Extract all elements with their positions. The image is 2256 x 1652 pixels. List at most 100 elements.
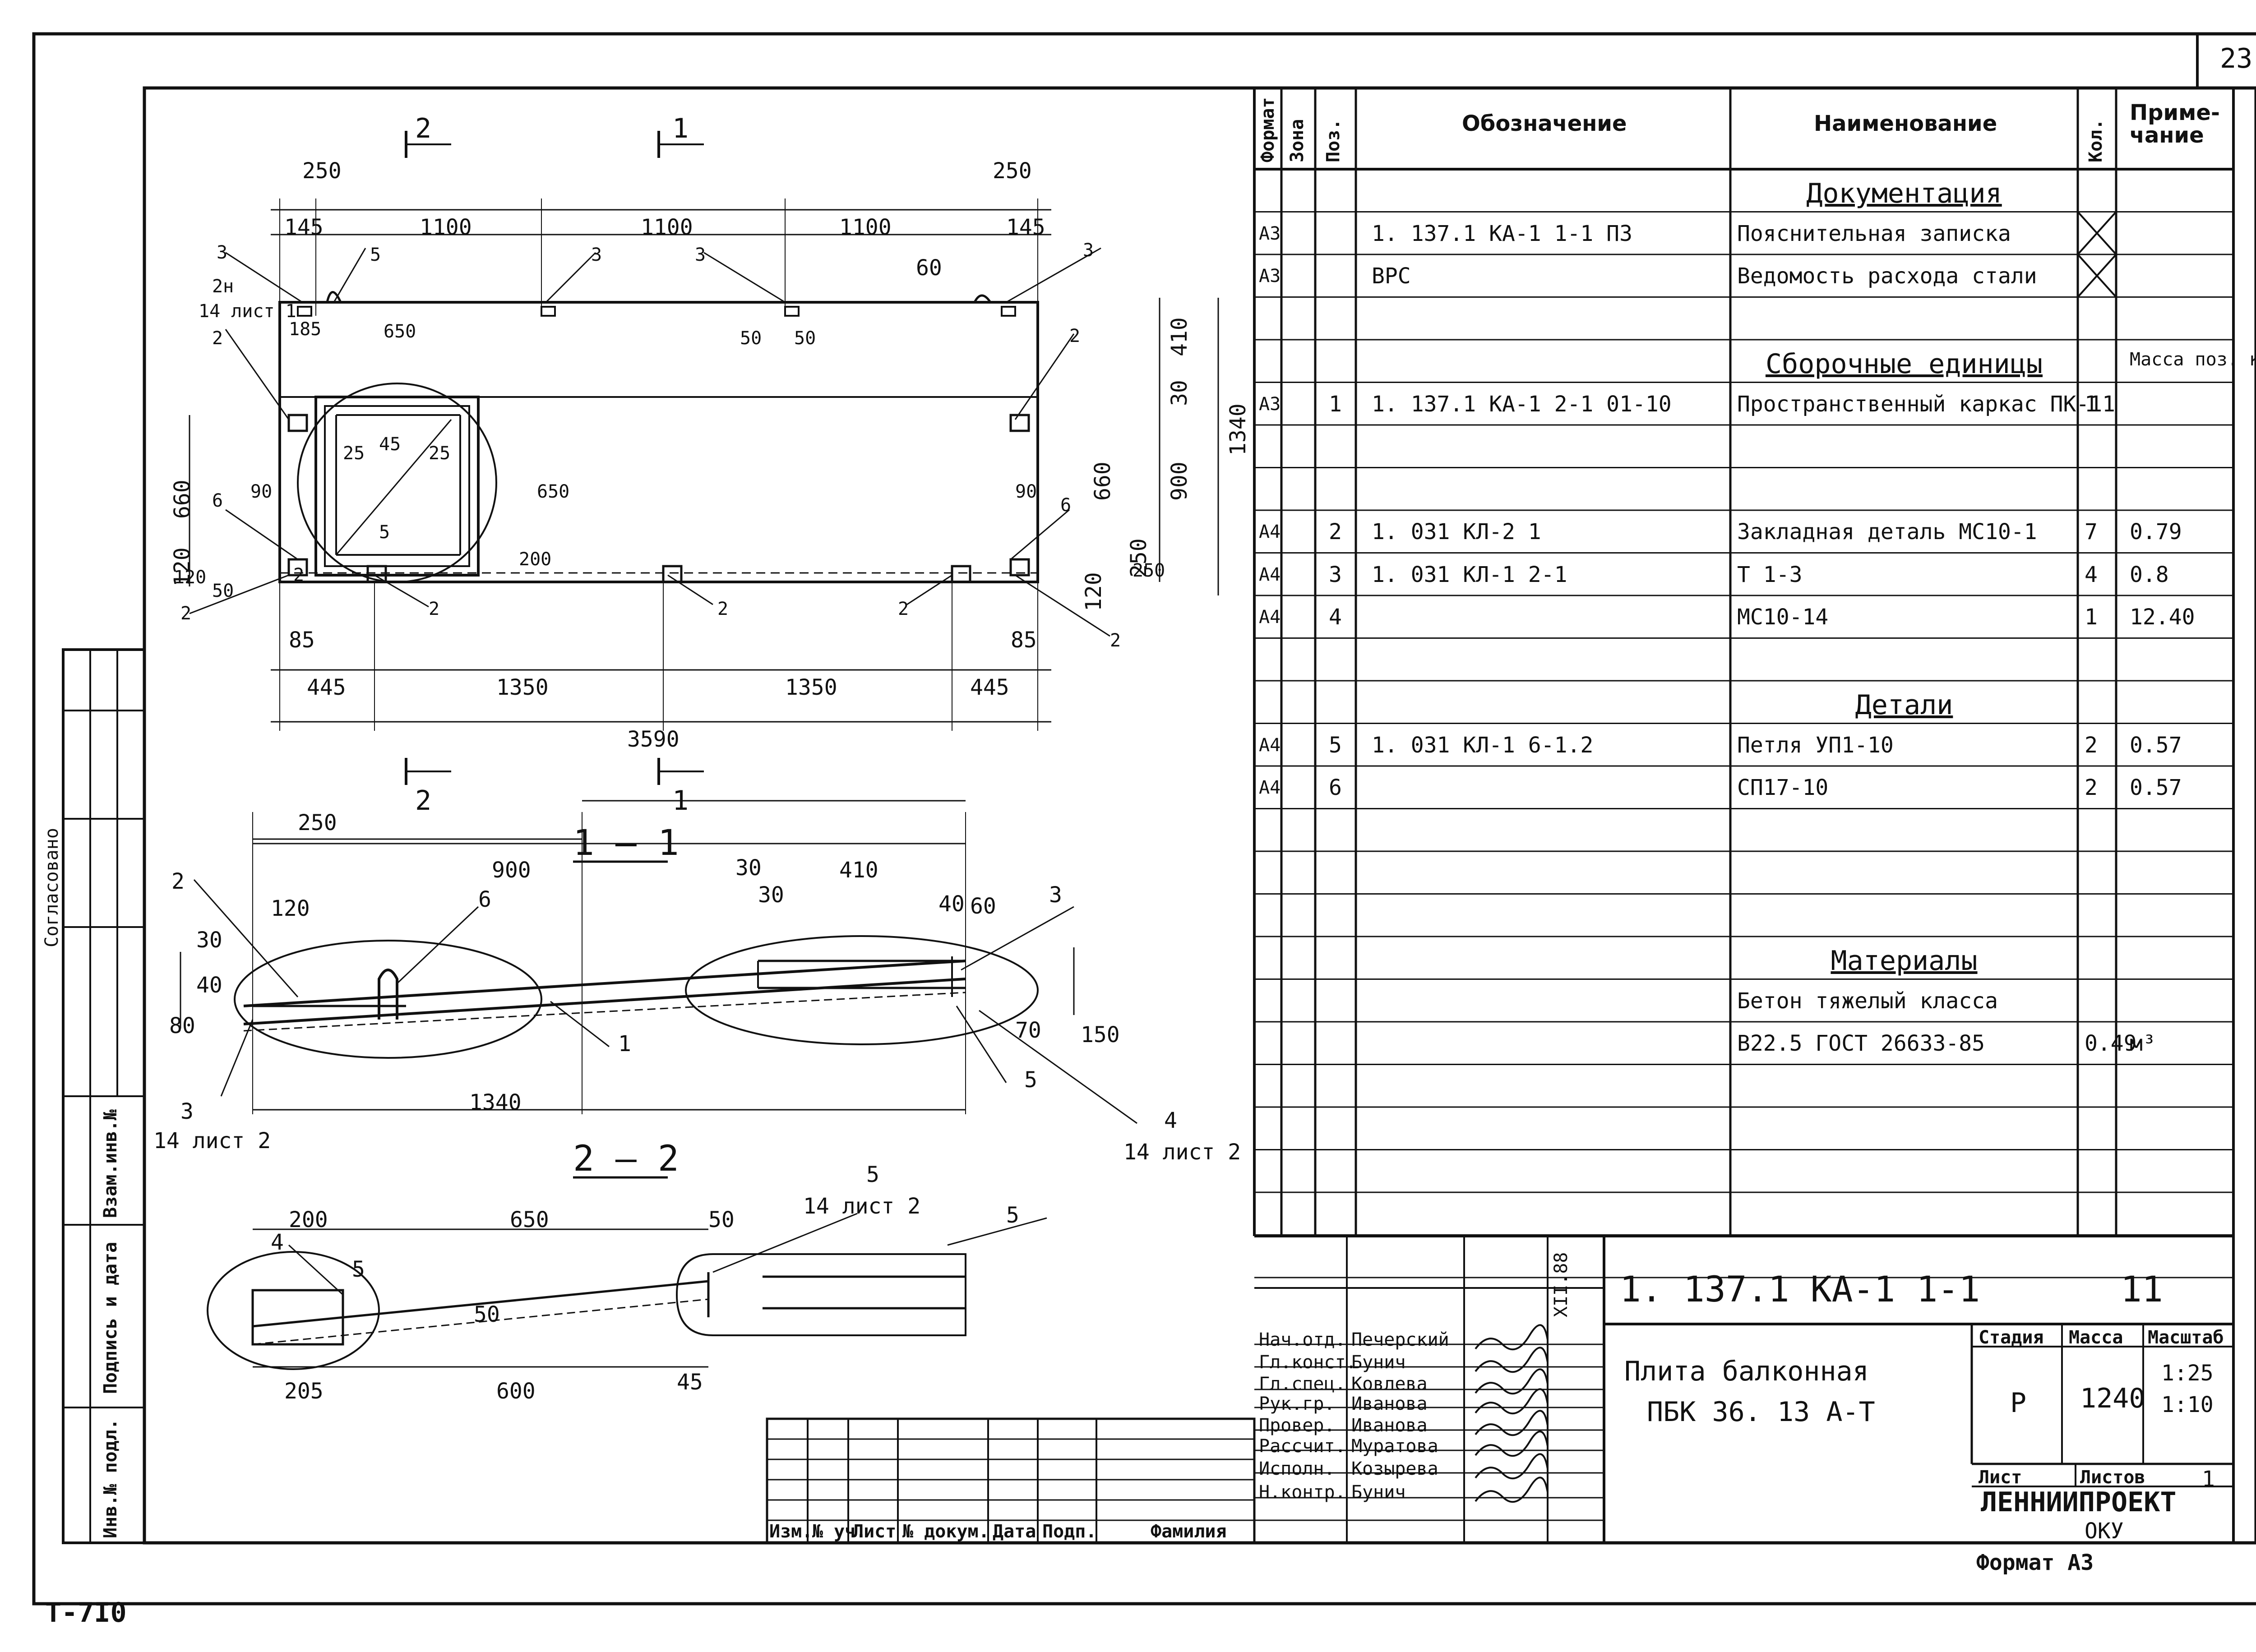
section1-callout: 5 — [1024, 1067, 1037, 1093]
spec-section-heading: Сборочные единицы — [1765, 348, 2043, 380]
plan-inner-dim: 5 — [379, 522, 390, 543]
plan-inner-dim: 200 — [519, 549, 552, 570]
stamp-role: Рук.гр. — [1259, 1394, 1335, 1414]
spec-prim-cell: 0.8 — [2130, 562, 2169, 587]
section2-dim: 5 — [352, 1257, 365, 1282]
spec-name-cell: Т 1-3 — [1737, 562, 1803, 587]
plan-bottom-dim: 1350 — [496, 675, 549, 700]
section2-callout: 4 — [271, 1230, 284, 1255]
spec-format-cell: А3 — [1259, 266, 1281, 286]
plan-callout: 2 — [717, 599, 729, 619]
label-soglasovano: Согласовано — [42, 828, 62, 947]
plan-left-dim: 120 — [170, 547, 195, 586]
plan-callout: 6 — [212, 490, 223, 511]
section-mark: 2 — [415, 785, 432, 817]
spec-name-cell: В22.5 ГОСТ 26633-85 — [1737, 1031, 1985, 1056]
spec-name-cell: МС10-14 — [1737, 605, 1829, 630]
format-label: Формат А3 — [1976, 1550, 2094, 1575]
stamp-designation-suffix: 11 — [2121, 1269, 2163, 1310]
section2-dim: 650 — [510, 1207, 549, 1232]
stamp-stage-label: Стадия — [1979, 1327, 2044, 1348]
spec-poz-cell: 2 — [1329, 519, 1342, 545]
spec-oboznach-cell: 1. 137.1 КА-1 2-1 01-10 — [1372, 391, 1672, 417]
plan-bottom-dim: 85 — [1011, 628, 1037, 653]
signature-mark — [1475, 1410, 1549, 1436]
section2-dim: 50 — [708, 1207, 735, 1232]
page-number: 23 — [2220, 43, 2253, 74]
section1-dim: 30 — [196, 928, 222, 953]
plan-callout: 2 — [898, 599, 909, 619]
section1-dim: 30 — [758, 882, 784, 908]
spec-kol-cell: 2 — [2085, 732, 2098, 758]
plan-top-dim: 1100 — [641, 215, 693, 240]
stamp-mass: 1240 — [2080, 1383, 2145, 1414]
spec-kol-cell: 1 — [2085, 391, 2098, 417]
stamp-sheets: 1 — [2202, 1467, 2215, 1492]
stamp-date: XII.88 — [1551, 1252, 1572, 1318]
section2-dim: 50 — [474, 1302, 500, 1327]
plan-top-dim: 145 — [1006, 215, 1045, 240]
plan-callout: 2 — [1110, 630, 1121, 651]
plan-inner-dim: 45 — [379, 434, 401, 455]
plan-inner-dim: 650 — [537, 481, 570, 502]
spec-kol-cell: 7 — [2085, 519, 2098, 545]
stamp-scale1: 1:25 — [2161, 1361, 2214, 1386]
signature-mark — [1475, 1477, 1549, 1503]
section1-dim: 250 — [298, 810, 337, 835]
section1-callout: 14 лист 2 — [1123, 1140, 1241, 1165]
plan-detail-circle — [297, 383, 497, 583]
stamp-sheet-label: Лист — [1979, 1467, 2022, 1488]
section-1-title: 1 — 1 — [573, 823, 679, 863]
plan-inner-dim: 120 — [174, 567, 207, 588]
section1-dim: 40 — [196, 973, 222, 998]
change-header: № докум. — [902, 1521, 989, 1542]
plan-right-dim: 30 — [1167, 380, 1192, 406]
section2-callout: 5 — [866, 1162, 879, 1187]
stamp-name: Печерский — [1351, 1329, 1449, 1350]
signature-mark — [1475, 1431, 1549, 1457]
section1-dim: 80 — [169, 1013, 195, 1038]
plan-right-dim: 250 — [1126, 538, 1151, 577]
plan-right-dim: 410 — [1167, 317, 1192, 356]
plan-top-dim: 60 — [916, 255, 942, 281]
spec-oboznach-cell: 1. 137.1 КА-1 1-1 ПЗ — [1372, 221, 1632, 246]
label-podpis-data: Подпись и дата — [100, 1241, 121, 1394]
stamp-name: Бунич — [1351, 1352, 1406, 1373]
section1-dim: 30 — [735, 855, 762, 881]
plan-right-dim: 900 — [1167, 461, 1192, 501]
spec-oboznach-cell: 1. 031 КЛ-1 2-1 — [1372, 562, 1567, 587]
spec-name-cell: Петля УП1-10 — [1737, 732, 1894, 758]
stamp-name: Ковлева — [1351, 1374, 1428, 1394]
stamp-role: Провер. — [1259, 1415, 1335, 1436]
plan-callout: 2 — [1069, 326, 1081, 346]
plan-callout: 14 лист 1 — [199, 301, 296, 322]
section1-dim: 60 — [970, 894, 996, 919]
stamp-role: Нач.отд. — [1259, 1329, 1346, 1350]
signature-mark — [1475, 1324, 1549, 1351]
plan-callout: 3 — [217, 242, 228, 263]
plan-callout: 3 — [591, 245, 602, 265]
section2-detail-ellipse-left — [207, 1251, 380, 1370]
plan-top-dim: 250 — [302, 158, 342, 184]
spec-section-heading: Детали — [1855, 689, 1953, 721]
plan-callout: 3 — [1083, 240, 1094, 261]
spec-prim-cell: Масса поз. кг — [2130, 349, 2256, 370]
plan-right-dim: 660 — [1090, 461, 1115, 501]
plan-bottom-dim: 445 — [307, 675, 346, 700]
plan-inner-dim: 25 — [429, 443, 451, 464]
stamp-role: Рассчит. — [1259, 1436, 1346, 1457]
spec-format-cell: А4 — [1259, 521, 1281, 542]
plan-inner-dim: 650 — [384, 321, 416, 342]
spec-oboznach-cell: 1. 031 КЛ-2 1 — [1372, 519, 1541, 545]
spec-name-cell: СП17-10 — [1737, 775, 1829, 800]
spec-format-cell: А4 — [1259, 564, 1281, 585]
plan-callout: 2 — [429, 599, 440, 619]
spec-prim-cell: 0.57 — [2130, 732, 2182, 758]
stamp-sheets-label: Листов — [2080, 1467, 2145, 1488]
label-inv-podl: Инв.№ подл. — [100, 1419, 121, 1538]
plan-inner-dim: 50 — [740, 328, 762, 349]
plan-callout: 2 — [212, 328, 223, 349]
label-vzam-inv: Взам.инв.№ — [100, 1109, 121, 1218]
section1-callout: 1 — [618, 1031, 631, 1057]
